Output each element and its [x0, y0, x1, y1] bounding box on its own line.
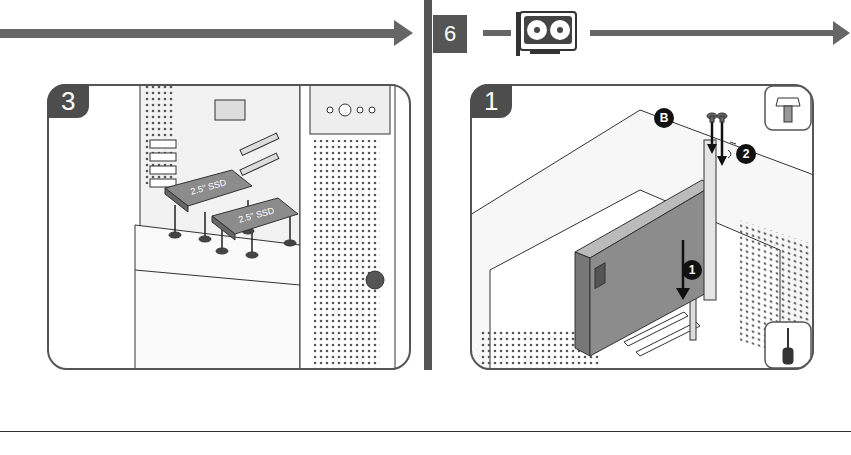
callout-number: 1: [682, 260, 702, 280]
rule-line: [0, 431, 851, 432]
divider: [424, 0, 432, 370]
gpu-install-drawing: [470, 84, 814, 370]
flow-bar: [0, 29, 396, 38]
callout-text: 2: [743, 147, 750, 161]
callout-number: 2: [736, 144, 756, 164]
panel-badge: 1: [470, 84, 512, 118]
callout-letter: B: [654, 108, 674, 128]
flow-arrow: [394, 20, 413, 46]
step-panel: 3: [47, 84, 411, 370]
step-panel: 1B12: [470, 84, 814, 370]
step-number-text: 6: [444, 21, 456, 46]
flow-bar: [590, 30, 835, 36]
gpu-icon: [516, 12, 576, 56]
ssd-install-drawing: [47, 84, 411, 370]
step-number: 6: [433, 15, 467, 53]
flow-arrow: [833, 21, 850, 45]
callout-text: B: [660, 111, 669, 125]
flow-dash: [483, 30, 511, 36]
panel-badge: 3: [47, 84, 89, 118]
callout-text: 1: [689, 263, 696, 277]
